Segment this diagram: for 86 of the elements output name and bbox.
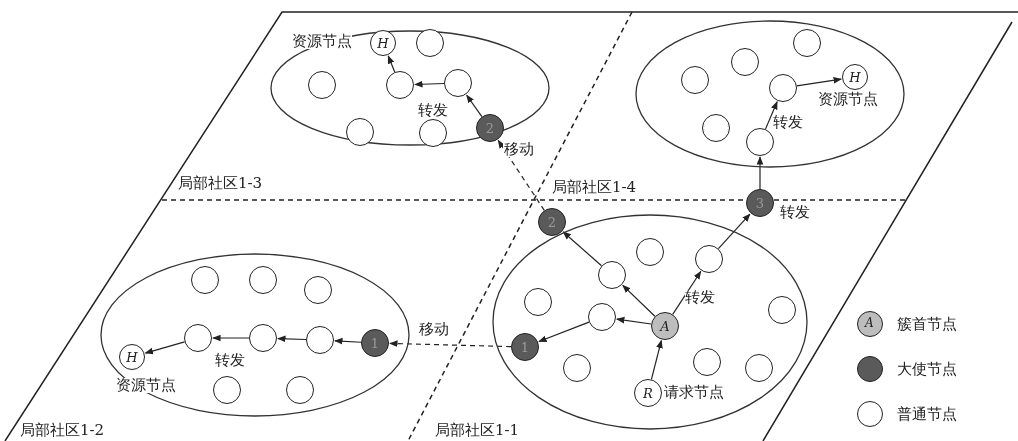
resource-node: [119, 344, 145, 370]
node-label: H: [849, 70, 861, 84]
ordinary-node: [769, 74, 797, 102]
arrow: [616, 316, 652, 325]
resource-node: [634, 379, 662, 407]
ambassador-node: [538, 208, 566, 236]
ordinary-node: [416, 29, 444, 57]
arrow: [414, 80, 445, 88]
legend-label: 簇首节点: [897, 317, 957, 332]
ordinary-node: [563, 354, 591, 382]
node-label: 3: [755, 196, 765, 210]
ordinary-node: [213, 376, 241, 404]
node-caption: 资源节点: [292, 34, 352, 49]
arrow: [622, 284, 656, 317]
ordinary-node: [524, 288, 552, 316]
ordinary-node: [731, 48, 759, 76]
ambassador-node: [746, 189, 774, 217]
text-label: 局部社区1-1: [435, 423, 520, 438]
node-label: 1: [370, 336, 380, 350]
ordinary-node: [444, 69, 472, 97]
arrow: [796, 76, 842, 87]
arrow: [144, 341, 186, 355]
arrow: [538, 321, 590, 343]
node-label: H: [377, 36, 389, 50]
ordinary-node: [386, 71, 414, 99]
ordinary-node: [249, 266, 277, 294]
text-label: 转发: [418, 103, 448, 118]
arrow: [650, 339, 663, 381]
node-label: H: [126, 350, 138, 364]
legend-label: 普通节点: [897, 407, 957, 422]
ordinary-node: [702, 114, 730, 142]
ordinary-node: [768, 296, 796, 324]
ordinary-node: [693, 348, 721, 376]
ordinary-node: [308, 71, 336, 99]
arrow: [277, 335, 307, 343]
ordinary-node: [745, 354, 773, 382]
ordinary-node: [695, 245, 723, 273]
ordinary-node: [636, 238, 664, 266]
edge-label: 移动: [418, 322, 450, 337]
resource-node: [842, 64, 868, 90]
ordinary-node: [793, 29, 821, 57]
edge-label: 移动: [503, 142, 535, 157]
arrow: [562, 231, 603, 267]
text-label: 转发: [685, 290, 715, 305]
arrow: [756, 156, 764, 190]
arrow: [334, 337, 362, 345]
arrow: [212, 334, 250, 342]
text-label: 局部社区1-4: [552, 180, 637, 195]
arrow: [387, 55, 396, 73]
ordinary-node: [286, 376, 314, 404]
ordinary-node: [598, 261, 626, 289]
node-label: 2: [485, 121, 495, 135]
ordinary-node: [681, 66, 709, 94]
node-label: 1: [520, 340, 530, 354]
node-caption: 资源节点: [116, 378, 176, 393]
arrow: [717, 213, 751, 250]
text-label: 转发: [773, 115, 803, 130]
ambassador-node: [511, 333, 539, 361]
arrow: [389, 340, 512, 348]
ordinary-node: [588, 303, 616, 331]
ordinary-node: [249, 324, 277, 352]
resource-node: [370, 30, 396, 56]
ordinary-node: [419, 119, 447, 147]
ordinary-node: [346, 118, 374, 146]
arrow: [764, 101, 778, 130]
node-label: A: [660, 319, 670, 333]
node-label: 2: [547, 215, 557, 229]
ordinary-node: [746, 128, 774, 156]
community-ellipse: [100, 253, 410, 417]
ordinary-node: [184, 324, 212, 352]
node-caption: 转发: [780, 205, 810, 220]
ambassador-node: [361, 329, 389, 357]
swatch-letter: A: [865, 317, 874, 329]
ordinary-node: [304, 276, 332, 304]
node-caption: 请求节点: [664, 385, 724, 400]
ambassador-node: [476, 114, 504, 142]
text-label: 局部社区1-3: [178, 176, 263, 191]
text-label: 局部社区1-2: [20, 423, 105, 438]
legend-label: 大使节点: [897, 362, 957, 377]
cluster-head-node: [651, 312, 679, 340]
text-label: 转发: [215, 353, 245, 368]
node-caption: 资源节点: [818, 92, 878, 107]
arrow: [466, 94, 483, 118]
ordinary-node: [191, 266, 219, 294]
ordinary-node: [306, 326, 334, 354]
node-label: R: [643, 386, 653, 400]
